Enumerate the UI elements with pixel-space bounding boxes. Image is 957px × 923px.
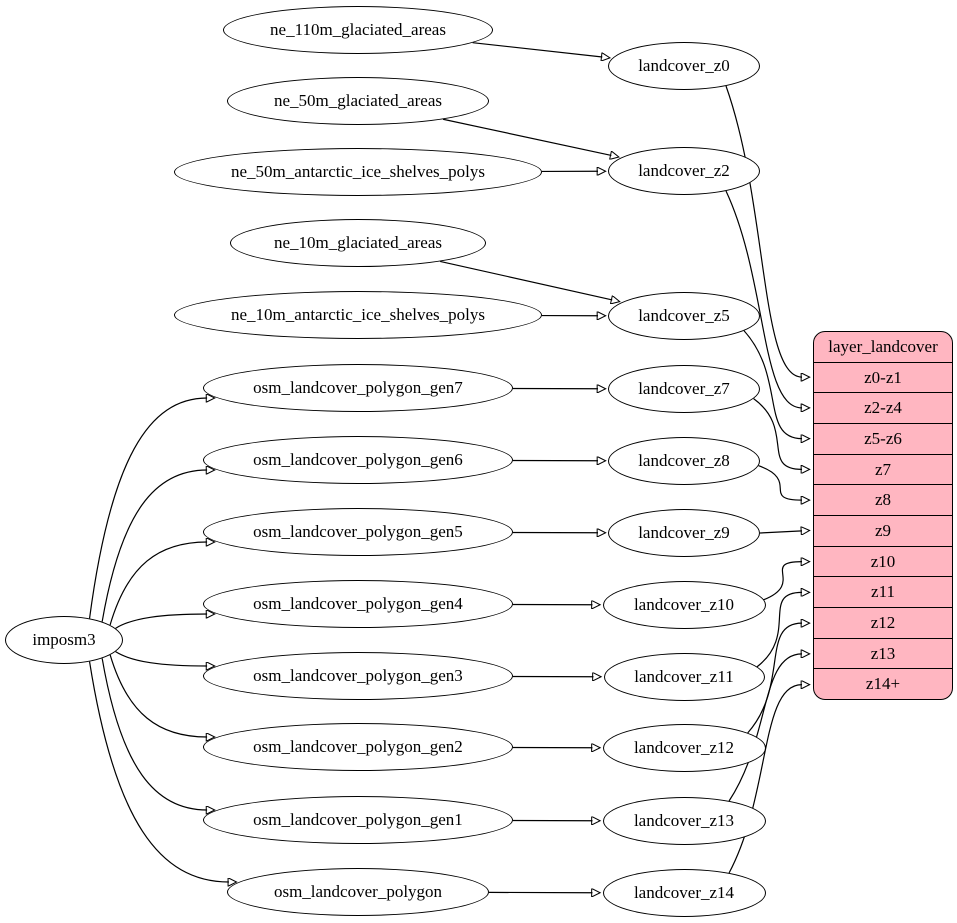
edge-imposm3-to-osm_landcover_polygon_gen4 (115, 614, 208, 629)
node-landcover_z13: landcover_z13 (602, 797, 766, 845)
edge-imposm3-to-osm_landcover_polygon_gen6 (101, 470, 207, 622)
node-osm_landcover_polygon_gen1: osm_landcover_polygon_gen1 (203, 796, 513, 844)
node-imposm3: imposm3 (5, 616, 123, 664)
node-landcover_z11: landcover_z11 (603, 653, 765, 701)
node-osm_landcover_polygon_gen7: osm_landcover_polygon_gen7 (203, 364, 513, 412)
node-landcover_z8: landcover_z8 (608, 437, 760, 485)
node-landcover_z10: landcover_z10 (602, 581, 766, 629)
node-osm_landcover_polygon_gen3: osm_landcover_polygon_gen3 (203, 652, 513, 700)
edge-landcover_z2-to-layer_landcover-z2-z4 (725, 190, 802, 408)
table-header: layer_landcover (828, 336, 938, 356)
edge-landcover_z7-to-layer_landcover-z7 (753, 398, 802, 470)
edge-imposm3-to-osm_landcover_polygon_gen7 (88, 398, 208, 619)
edge-imposm3-to-osm_landcover_polygon_gen2 (109, 654, 207, 737)
edge-ne_50m_glaciated_areas-to-landcover_z2 (442, 118, 611, 155)
node-ne_50m_antarctic_ice_shelves_polys: ne_50m_antarctic_ice_shelves_polys (174, 148, 542, 196)
node-landcover_z5: landcover_z5 (608, 292, 760, 340)
node-landcover_z12: landcover_z12 (602, 724, 766, 772)
edge-landcover_z13-to-layer_landcover-z13 (728, 654, 802, 802)
edge-landcover_z8-to-layer_landcover-z8 (758, 465, 802, 500)
node-ne_10m_antarctic_ice_shelves_polys: ne_10m_antarctic_ice_shelves_polys (174, 291, 542, 339)
node-landcover_z2: landcover_z2 (608, 147, 760, 195)
node-osm_landcover_polygon_gen4: osm_landcover_polygon_gen4 (203, 580, 513, 628)
edge-ne_10m_glaciated_areas-to-landcover_z5 (440, 260, 612, 300)
edge-landcover_z12-to-layer_landcover-z12 (747, 623, 802, 734)
node-osm_landcover_polygon: osm_landcover_polygon (227, 868, 489, 916)
edge-landcover_z5-to-layer_landcover-z5-z6 (743, 330, 802, 439)
edge-landcover_z0-to-layer_landcover-z0-z1 (725, 85, 802, 377)
table-row-z7: z7 (814, 453, 952, 485)
node-ne_50m_glaciated_areas: ne_50m_glaciated_areas (227, 77, 489, 125)
table-row-z0-z1: z0-z1 (814, 361, 952, 393)
table-row-z5-z6: z5-z6 (814, 423, 952, 454)
edge-ne_110m_glaciated_areas-to-landcover_z0 (472, 42, 603, 57)
edge-imposm3-to-osm_landcover_polygon_gen1 (101, 658, 207, 810)
edge-landcover_z9-to-layer_landcover-z9 (759, 531, 802, 533)
edge-imposm3-to-osm_landcover_polygon (88, 661, 229, 882)
node-ne_10m_glaciated_areas: ne_10m_glaciated_areas (230, 219, 486, 267)
edge-imposm3-to-osm_landcover_polygon_gen5 (109, 542, 207, 626)
table-row-z11: z11 (814, 576, 952, 607)
edge-imposm3-to-osm_landcover_polygon_gen3 (115, 651, 208, 666)
table-row-z2-z4: z2-z4 (814, 392, 952, 423)
edge-landcover_z14-to-layer_landcover-z14+ (728, 685, 802, 874)
table-row-z9: z9 (814, 515, 952, 546)
node-osm_landcover_polygon_gen2: osm_landcover_polygon_gen2 (203, 723, 513, 771)
node-landcover_z9: landcover_z9 (608, 509, 760, 557)
node-landcover_z0: landcover_z0 (608, 42, 760, 90)
node-landcover_z7: landcover_z7 (608, 365, 760, 413)
node-osm_landcover_polygon_gen6: osm_landcover_polygon_gen6 (203, 436, 513, 484)
table-row-z14+: z14+ (814, 668, 952, 699)
edge-landcover_z11-to-layer_landcover-z11 (756, 592, 802, 668)
table-row-z12: z12 (814, 607, 952, 638)
node-landcover_z14: landcover_z14 (602, 869, 766, 917)
table-row-z13: z13 (814, 637, 952, 669)
node-ne_110m_glaciated_areas: ne_110m_glaciated_areas (223, 6, 493, 54)
table-row-z8: z8 (814, 484, 952, 515)
edge-landcover_z10-to-layer_landcover-z10 (763, 562, 802, 601)
table-row-z10: z10 (814, 545, 952, 577)
node-osm_landcover_polygon_gen5: osm_landcover_polygon_gen5 (203, 508, 513, 556)
